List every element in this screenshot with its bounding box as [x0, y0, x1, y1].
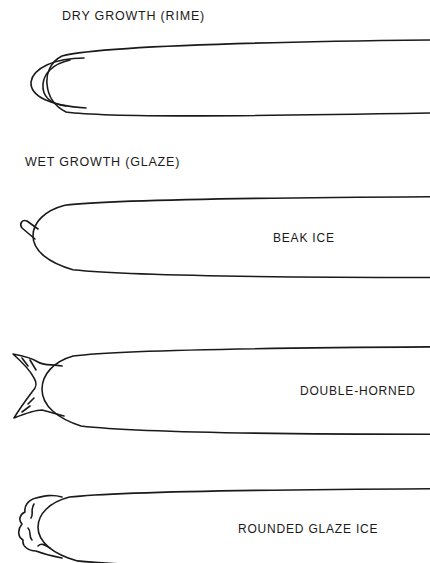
- double-horn-ice: [22, 358, 36, 412]
- ice-type-label: ROUNDED GLAZE ICE: [238, 523, 378, 535]
- airfoil-outline: [33, 195, 430, 280]
- ice-type-label: DOUBLE-HORNED: [300, 385, 416, 397]
- figure-heading: DRY GROWTH (RIME): [62, 10, 205, 23]
- rime-ice: [43, 60, 70, 106]
- rounded-glaze-airfoil: ROUNDED GLAZE ICE: [38, 487, 430, 563]
- double-horned-airfoil: DOUBLE-HORNED: [42, 345, 430, 437]
- figure-heading: WET GROWTH (GLAZE): [25, 156, 180, 169]
- beak-ice: [21, 221, 38, 239]
- beak-ice-airfoil: BEAK ICE: [33, 195, 430, 280]
- airfoil-outline: [47, 40, 430, 116]
- rounded-glaze-ice: [19, 495, 62, 558]
- rounded-glaze-ice: [28, 504, 50, 548]
- rime-ice: [31, 58, 86, 108]
- ice-type-label: BEAK ICE: [273, 232, 335, 244]
